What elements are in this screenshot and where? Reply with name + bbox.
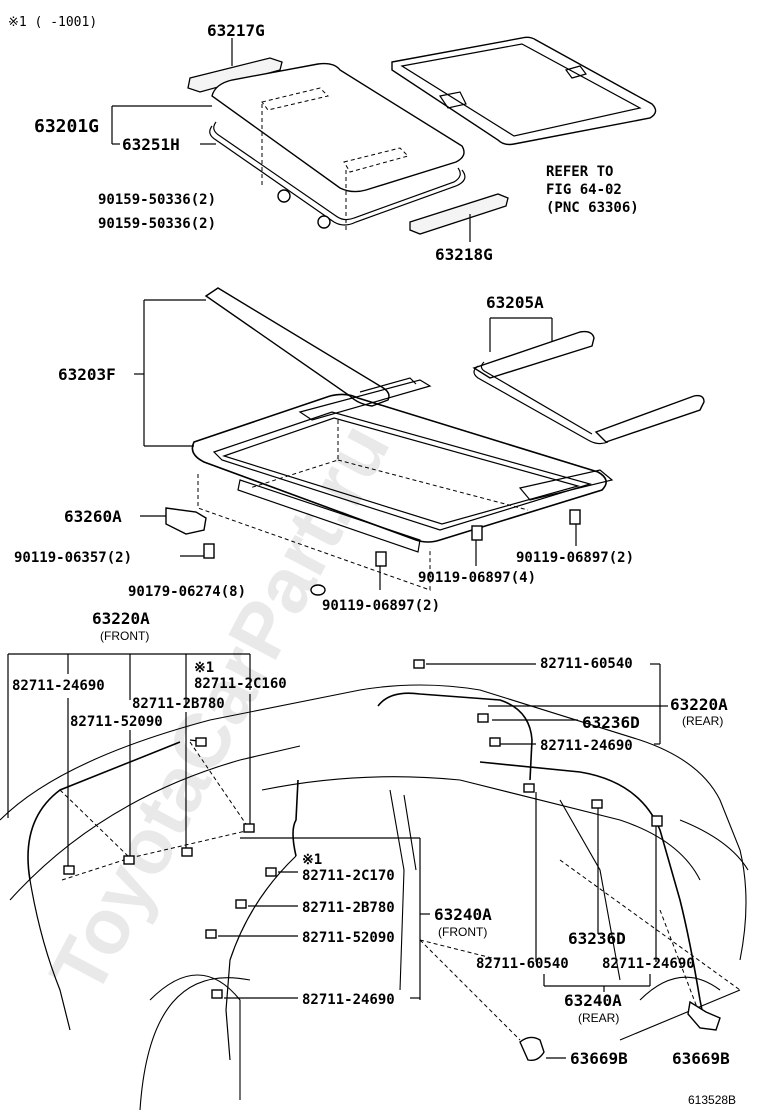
- label-63251H[interactable]: 63251H: [122, 135, 180, 154]
- label-82711-24690-b[interactable]: 82711-24690: [540, 738, 633, 754]
- part-63217G-shape: [187, 57, 283, 93]
- connector-o: [651, 815, 663, 827]
- label-82711-2B780-b[interactable]: 82711-2B780: [302, 900, 395, 916]
- label-63240A-rear[interactable]: 63240A: [564, 991, 622, 1010]
- connector-b: [123, 855, 135, 865]
- connector-n: [591, 799, 603, 809]
- refer-line-1: REFER TO: [546, 164, 613, 180]
- label-90159-a[interactable]: 90159-50336(2): [98, 192, 216, 208]
- label-63240A-front[interactable]: 63240A: [434, 905, 492, 924]
- connector-h: [489, 737, 501, 747]
- label-90119-06897-right[interactable]: 90119-06897(2): [516, 550, 634, 566]
- connector-a: [63, 865, 75, 875]
- refer-line-2: FIG 64-02: [546, 182, 622, 198]
- bolt-90119-06897-right: [569, 509, 581, 525]
- sub-front2: (FRONT): [438, 925, 487, 939]
- label-63205A[interactable]: 63205A: [486, 293, 544, 312]
- label-82711-24690-a[interactable]: 82711-24690: [12, 678, 105, 694]
- label-63669B-b[interactable]: 63669B: [672, 1049, 730, 1068]
- sub-rear2: (REAR): [578, 1011, 619, 1025]
- part-63205A-rail-b: [594, 394, 705, 443]
- label-63220A-rear[interactable]: 63220A: [670, 695, 728, 714]
- connector-f: [413, 659, 425, 669]
- label-82711-60540-b[interactable]: 82711-60540: [476, 956, 569, 972]
- screw-90159-b: [317, 215, 331, 229]
- label-63217G[interactable]: 63217G: [207, 21, 265, 40]
- label-82711-2B780-a[interactable]: 82711-2B780: [132, 696, 225, 712]
- connector-l: [211, 989, 223, 999]
- refer-line-3: (PNC 63306): [546, 200, 639, 216]
- mark-1a: ※1: [194, 660, 214, 676]
- label-90119-06357[interactable]: 90119-06357(2): [14, 550, 132, 566]
- sunroof-frame-section: 63203F 63205A 63260A 90119-06357(2): [14, 287, 705, 614]
- connector-d: [243, 823, 255, 833]
- label-82711-60540-a[interactable]: 82711-60540: [540, 656, 633, 672]
- connector-k: [205, 929, 217, 939]
- label-90119-06897-bottom[interactable]: 90119-06897(2): [322, 598, 440, 614]
- hose-front-left: [27, 741, 181, 881]
- connector-i: [265, 867, 277, 877]
- label-82711-24690-d[interactable]: 82711-24690: [602, 956, 695, 972]
- label-63220A-front[interactable]: 63220A: [92, 609, 150, 628]
- bolt-90119-06357: [203, 543, 215, 559]
- label-63203F[interactable]: 63203F: [58, 365, 116, 384]
- connector-j: [235, 899, 247, 909]
- label-63669B-a[interactable]: 63669B: [570, 1049, 628, 1068]
- hose-front-center: [292, 779, 299, 857]
- bolt-90119-06897-bottom: [375, 551, 387, 567]
- mark-1b: ※1: [302, 852, 322, 868]
- hose-rear-top: [377, 692, 533, 781]
- part-63201G-glass: [211, 62, 465, 193]
- label-90119-06897-4[interactable]: 90119-06897(4): [418, 570, 536, 586]
- label-63218G[interactable]: 63218G: [435, 245, 493, 264]
- drain-hose-section: 63220A (FRONT) 82711-24690 ※1 82711-2C16…: [0, 609, 749, 1111]
- footnote-marker: ※1 ( -1001): [8, 15, 97, 30]
- connector-c: [181, 847, 193, 857]
- label-82711-52090-a[interactable]: 82711-52090: [70, 714, 163, 730]
- label-82711-24690-c[interactable]: 82711-24690: [302, 992, 395, 1008]
- connector-g: [477, 713, 489, 723]
- part-63260A-motor: [165, 507, 207, 535]
- part-deflector: [204, 287, 390, 407]
- label-63236D-b[interactable]: 63236D: [568, 929, 626, 948]
- part-63218G-shape: [409, 193, 509, 235]
- bolt-90119-06897-4: [471, 525, 483, 541]
- label-82711-2C170[interactable]: 82711-2C170: [302, 868, 395, 884]
- part-sunshade: [391, 36, 657, 146]
- sub-rear: (REAR): [682, 714, 723, 728]
- sub-front: (FRONT): [100, 629, 149, 643]
- label-63260A[interactable]: 63260A: [64, 507, 122, 526]
- part-frame-outer: [191, 393, 607, 543]
- label-82711-2C160[interactable]: 82711-2C160: [194, 676, 287, 692]
- part-63205A-rail-a: [472, 330, 595, 379]
- connector-e: [195, 737, 207, 747]
- connector-m: [523, 783, 535, 793]
- valve-63669B-a: [519, 1036, 545, 1062]
- label-63236D-a[interactable]: 63236D: [582, 713, 640, 732]
- hose-rear-side: [479, 761, 705, 1021]
- label-82711-52090-b[interactable]: 82711-52090: [302, 930, 395, 946]
- label-63201G[interactable]: 63201G: [34, 116, 99, 137]
- nut-90179: [310, 584, 326, 596]
- label-90179[interactable]: 90179-06274(8): [128, 584, 246, 600]
- screw-90159-a: [277, 189, 291, 203]
- roof-glass-section: 63217G 63201G 63251H 90159-50336(2) 9015…: [34, 21, 657, 264]
- valve-63669B-b: [687, 1000, 721, 1031]
- label-90159-b[interactable]: 90159-50336(2): [98, 216, 216, 232]
- diagram-id: 613528B: [688, 1093, 736, 1107]
